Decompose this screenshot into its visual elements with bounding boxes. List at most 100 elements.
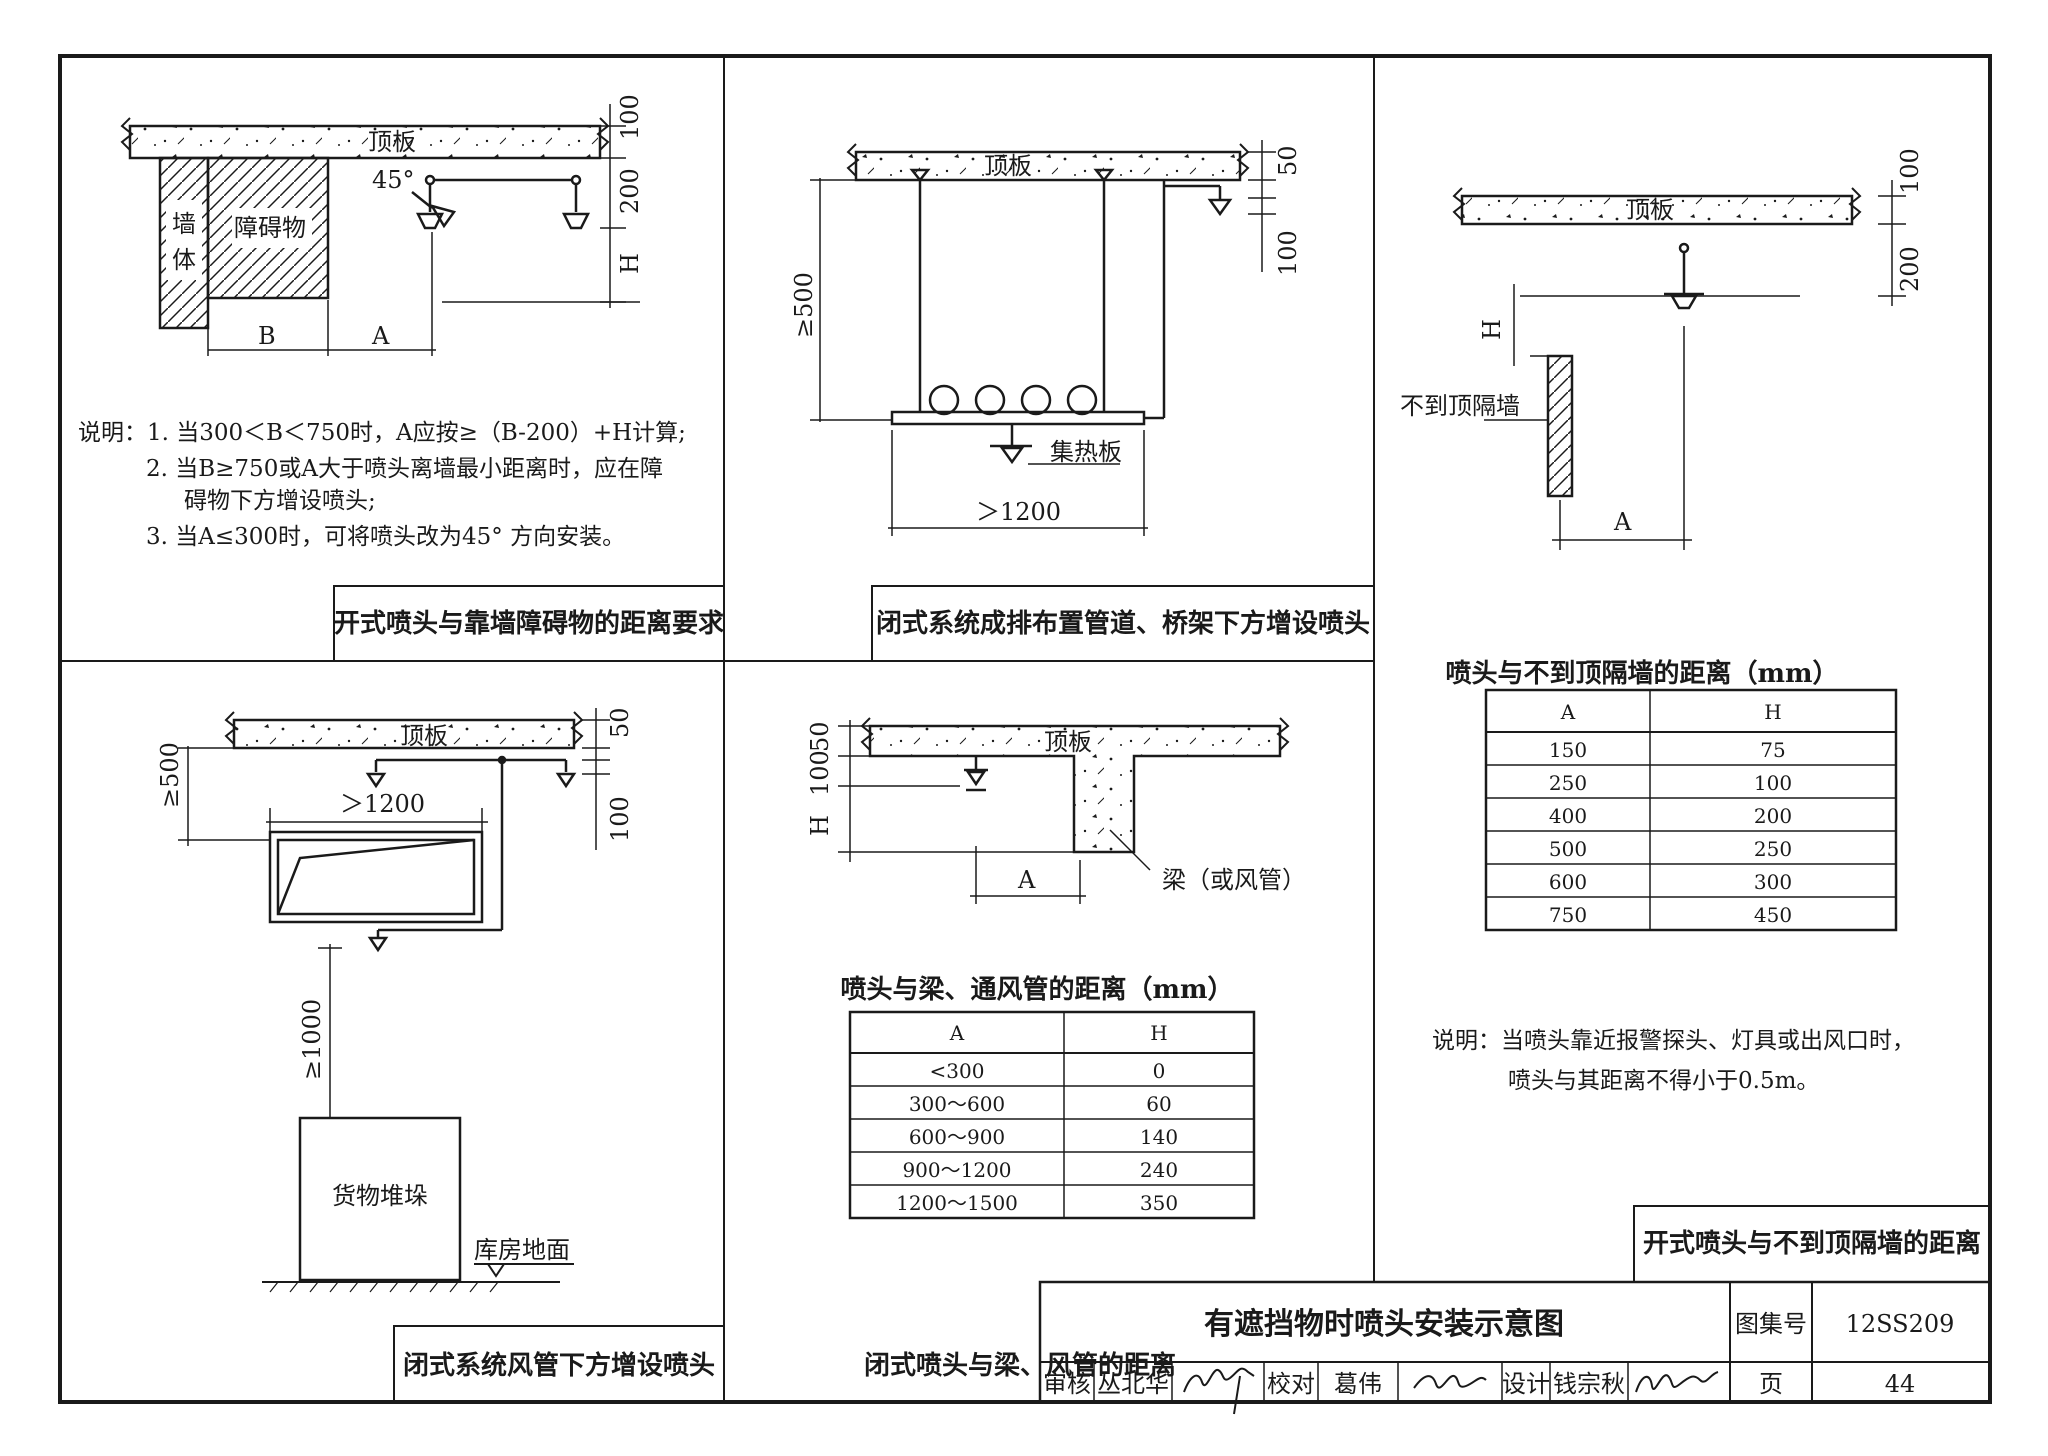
p4-slab-label: 顶板 <box>400 722 448 750</box>
p1-slab <box>120 117 610 160</box>
p4-dim-100: 100 <box>606 796 634 842</box>
p4-caption: 闭式系统风管下方增设喷头 <box>403 1350 715 1381</box>
atlas-label: 图集号 <box>1735 1310 1807 1338</box>
p2-slab <box>846 143 1250 182</box>
p3-table-cell: 450 <box>1754 903 1792 927</box>
p3-note-2: 喷头与其距离不得小于0.5m。 <box>1508 1068 1819 1094</box>
p2-dim-1200: ＞1200 <box>976 498 1061 526</box>
p1-dim-200: 200 <box>616 168 644 214</box>
p2-dim-500: ≥500 <box>790 272 818 338</box>
p5-table-cell: 240 <box>1140 1158 1178 1182</box>
p4-dimensions <box>178 708 610 1118</box>
p4-floor <box>262 1263 574 1293</box>
p3-table-cell: 750 <box>1549 903 1587 927</box>
p1-dim-100: 100 <box>616 94 644 140</box>
reviewer-signature <box>1183 1367 1255 1415</box>
p4-caption-box <box>393 1325 725 1403</box>
panel-2-pipe-rack-diagram: 顶板 <box>790 140 1375 662</box>
p2-slab-label: 顶板 <box>984 152 1032 180</box>
p5-table-cell: <300 <box>930 1059 985 1083</box>
p3-table-cell: 250 <box>1754 837 1792 861</box>
p1-pipe-and-sprinklers <box>411 174 591 230</box>
p5-table-cell: 140 <box>1140 1125 1178 1149</box>
p4-slab <box>224 711 584 750</box>
p4-dim-50: 50 <box>606 707 634 738</box>
p5-dim-50: 50 <box>806 721 834 752</box>
p3-dim-100: 100 <box>1896 148 1924 194</box>
p5-sprinkler <box>964 756 988 792</box>
p3-slab <box>1452 187 1862 226</box>
p1-dim-b: B <box>258 322 276 350</box>
p1-note-4: 3. 当A≤300时，可将喷头改为45° 方向安装。 <box>146 524 625 550</box>
p1-dimensions <box>207 104 640 356</box>
p5-slab-and-beam <box>860 717 1290 854</box>
p5-dim-h: H <box>806 815 834 836</box>
p1-note-1: 说明：1. 当300＜B＜750时，A应按≥（B-200）+H计算; <box>78 420 686 446</box>
p1-dim-a: A <box>371 322 390 350</box>
checker-signature <box>1413 1375 1487 1389</box>
p3-dimensions <box>1484 180 1906 550</box>
p2-caption: 闭式系统成排布置管道、桥架下方增设喷头 <box>876 608 1370 639</box>
atlas-number: 12SS209 <box>1846 1310 1955 1338</box>
p5-table-header-h: H <box>1150 1021 1167 1045</box>
p5-caption: 闭式喷头与梁、风管的距离 <box>864 1350 1176 1381</box>
p4-goods-stack <box>298 1116 462 1282</box>
p1-caption-box <box>333 585 725 662</box>
p1-dim-h: H <box>616 253 644 274</box>
panel-4-duct-diagram: 顶板 货物堆垛 库房地面 <box>156 707 725 1403</box>
checker-name: 葛伟 <box>1334 1370 1382 1398</box>
review-label: 审核 <box>1043 1370 1091 1398</box>
p4-stack-label: 货物堆垛 <box>332 1182 428 1210</box>
p5-beam-label: 梁（或风管） <box>1162 866 1306 894</box>
p3-table-title: 喷头与不到顶隔墙的距离（mm） <box>1445 658 1838 689</box>
p2-caption-box <box>871 585 1375 662</box>
p4-pipe-and-sprinklers <box>365 755 577 953</box>
p3-table-cell: 100 <box>1754 771 1792 795</box>
p3-table-cell: 150 <box>1549 738 1587 762</box>
panel-5-beam-diagram: 顶板 50 100 H A 梁（或风管） 喷头与梁、通风管的距离（mm） <box>806 717 1306 1381</box>
p5-table-cell: 0 <box>1153 1059 1166 1083</box>
p1-wall-label-1: 墙 <box>172 210 196 238</box>
p5-table-grid <box>848 1010 1256 1220</box>
p5-table-header-a: A <box>949 1021 965 1045</box>
p3-sprinkler <box>1664 242 1704 310</box>
panel-1-obstacle-diagram: 顶板 墙 体 障碍物 45° <box>78 94 725 662</box>
p1-slab-label: 顶板 <box>368 128 416 156</box>
p3-table-header-a: A <box>1560 700 1576 724</box>
title-block: 有遮挡物时喷头安装示意图 图集号 12SS209 审核 丛北华 校对 葛伟 设计… <box>1038 1280 1992 1415</box>
p1-angle-label: 45° <box>372 166 415 194</box>
page-number: 44 <box>1885 1370 1916 1398</box>
p2-hangers-and-rack <box>890 168 1233 465</box>
p5-table-cell: 600～900 <box>909 1125 1005 1149</box>
p5-dim-a: A <box>1017 866 1036 894</box>
p1-note-2: 2. 当B≥750或A大于喷头离墙最小距离时，应在障 <box>146 456 663 482</box>
design-label: 设计 <box>1502 1370 1550 1398</box>
p1-obstacle-label: 障碍物 <box>234 214 306 242</box>
p5-dim-100: 100 <box>806 750 834 796</box>
check-label: 校对 <box>1267 1370 1315 1398</box>
p5-dimensions <box>838 720 1151 904</box>
p2-dim-100: 100 <box>1274 230 1302 276</box>
p5-slab-label: 顶板 <box>1044 728 1092 756</box>
p2-dimensions <box>810 140 1276 536</box>
p3-partition-wall <box>1546 354 1574 498</box>
p1-wall-label-2: 体 <box>172 246 196 274</box>
p3-table-cell: 200 <box>1754 804 1792 828</box>
p2-dim-50: 50 <box>1274 145 1302 176</box>
reviewer-name: 丛北华 <box>1097 1370 1169 1398</box>
p5-table-cell: 900～1200 <box>902 1158 1011 1182</box>
p5-table-cell: 300～600 <box>909 1092 1005 1116</box>
p4-floor-label: 库房地面 <box>474 1236 570 1264</box>
p3-dim-200: 200 <box>1896 246 1924 292</box>
p3-table: A H 150 75 250 100 400 200 500 250 600 3… <box>1549 700 1792 927</box>
p5-table-title: 喷头与梁、通风管的距离（mm） <box>840 974 1233 1005</box>
p3-slab-label: 顶板 <box>1626 196 1674 224</box>
p3-dim-h: H <box>1478 319 1506 340</box>
p3-table-cell: 75 <box>1760 738 1785 762</box>
p4-dim-1200: ＞1200 <box>340 790 425 818</box>
designer-name: 钱宗秋 <box>1553 1370 1625 1398</box>
p3-table-cell: 400 <box>1549 804 1587 828</box>
p5-table-cell: 350 <box>1140 1191 1178 1215</box>
